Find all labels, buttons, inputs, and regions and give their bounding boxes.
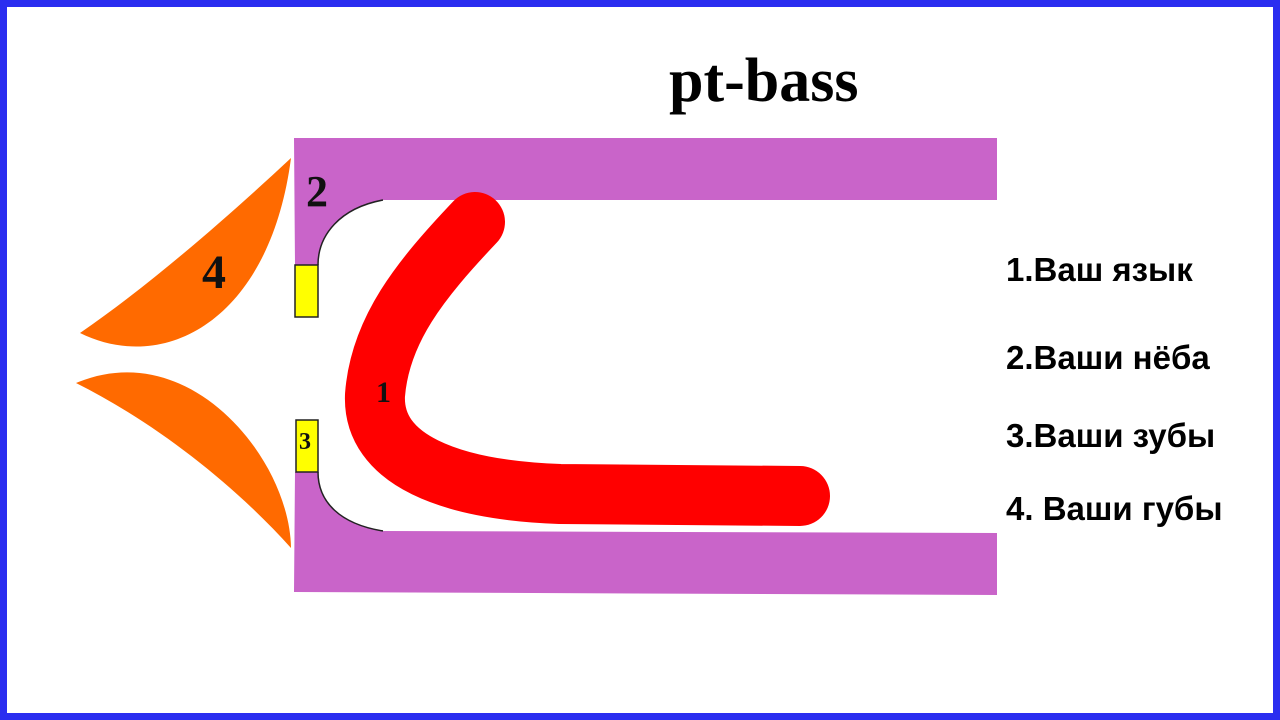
lower-lip: [76, 372, 291, 548]
lips-number-label: 4: [202, 246, 226, 299]
tongue-number-label: 1: [376, 376, 391, 409]
upper-palate: [294, 138, 997, 265]
teeth-number-label: 3: [299, 429, 311, 455]
tongue: [345, 192, 830, 526]
lower-palate-curve-outline: [317, 471, 384, 532]
legend-item-tongue: 1.Ваш язык: [1006, 251, 1193, 288]
upper-lip: [80, 158, 291, 347]
legend: 1.Ваш язык 2.Ваши нёба 3.Ваши зубы 4. Ва…: [1006, 251, 1223, 527]
legend-item-lips: 4. Ваши губы: [1006, 490, 1223, 527]
diagram-title: pt-bass: [669, 47, 859, 115]
palate-number-label: 2: [306, 167, 328, 216]
lower-palate: [294, 472, 997, 595]
legend-item-palate: 2.Ваши нёба: [1006, 339, 1210, 376]
lower-tooth: [295, 419, 319, 473]
legend-item-teeth: 3.Ваши зубы: [1006, 417, 1215, 454]
upper-tooth: [294, 264, 319, 318]
upper-palate-curve-outline: [317, 199, 384, 266]
